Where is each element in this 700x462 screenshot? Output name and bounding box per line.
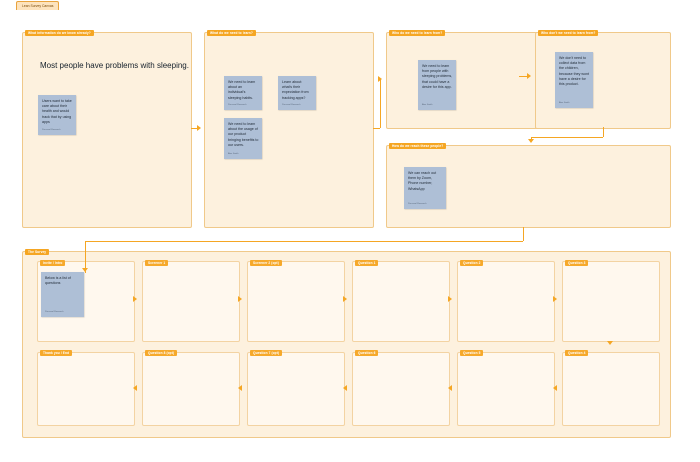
- survey-card-title-question-6[interactable]: Question 6: [355, 350, 379, 356]
- sticky-note-author: Personal Research: [408, 203, 427, 205]
- survey-card-screener-2[interactable]: [247, 261, 345, 342]
- sticky-note-author: Alex Smith: [559, 102, 570, 104]
- frame-title-what-we-know[interactable]: What information do we know already?: [25, 30, 94, 36]
- arrowhead-notfrom-to-reach: [528, 139, 534, 143]
- sticky-note-author: Alex Smith: [422, 104, 433, 106]
- survey-card-title-question-4[interactable]: Question 4: [565, 350, 589, 356]
- connector-reach-to-survey-seg1: [523, 227, 524, 241]
- arrowhead-reach-to-survey: [82, 268, 88, 272]
- survey-card-question-3[interactable]: [562, 261, 660, 342]
- survey-card-title-invite[interactable]: Invite / Intro: [40, 260, 66, 266]
- sticky-note-reach-channels[interactable]: We can reach out them by Zoom, Phone num…: [404, 167, 446, 209]
- sticky-note-text: We don't need to collect data from the c…: [559, 56, 589, 87]
- file-tab[interactable]: Lean Survey Canvas: [16, 1, 60, 10]
- sticky-note-text: Users want to take care about their heal…: [42, 99, 72, 124]
- sticky-note-text: We need to learn about the usage of our …: [228, 122, 259, 147]
- survey-card-title-question-7[interactable]: Question 7 (opt): [250, 350, 283, 356]
- arrowhead-screener-1-to-screener-2: [238, 296, 242, 302]
- arrowhead-question-1-to-question-2: [448, 296, 452, 302]
- connector-learn-to-from-seg2: [380, 79, 381, 128]
- survey-card-question-4[interactable]: [562, 352, 660, 426]
- frame-title-how-to-reach[interactable]: How do we reach these people?: [389, 143, 447, 149]
- arrowhead-screener-2-to-question-1: [343, 296, 347, 302]
- sticky-note-text: Learn about: what's their expectation fr…: [282, 80, 309, 100]
- sticky-note-people-with-problems[interactable]: We need to learn from people with sleepi…: [418, 60, 456, 110]
- survey-card-title-question-3[interactable]: Question 3: [565, 260, 589, 266]
- canvas-headline: Most people have problems with sleeping.: [40, 61, 189, 70]
- frame-title-who-not-to-learn-from[interactable]: Who don't we need to learn from?: [538, 30, 599, 36]
- sticky-note-no-children[interactable]: We don't need to collect data from the c…: [555, 52, 593, 108]
- sticky-note-text: We can reach out them by Zoom, Phone num…: [408, 171, 437, 191]
- arrowhead-question-8-to-thank-you: [133, 385, 137, 391]
- arrowhead-learn-to-from: [378, 76, 382, 82]
- survey-card-question-6[interactable]: [352, 352, 450, 426]
- sticky-note-text: We need to learn about an individual's s…: [228, 80, 256, 100]
- survey-card-question-8[interactable]: [142, 352, 240, 426]
- sticky-note-author: Personal Research: [228, 104, 247, 106]
- arrowhead-from-to-notfrom: [527, 73, 531, 79]
- sticky-note-author: Personal Research: [45, 311, 64, 313]
- frame-title-the-survey[interactable]: The Survey: [25, 249, 50, 255]
- sticky-note-product-usage[interactable]: We need to learn about the usage of our …: [224, 118, 262, 159]
- arrowhead-question-2-to-question-3: [553, 296, 557, 302]
- connector-reach-to-survey-seg3: [85, 241, 86, 255]
- survey-card-thank-you[interactable]: [37, 352, 135, 426]
- sticky-note-users-health[interactable]: Users want to take care about their heal…: [38, 95, 76, 135]
- frame-title-who-to-learn-from[interactable]: Who do we need to learn from?: [389, 30, 446, 36]
- connector-notfrom-to-reach-seg2: [531, 137, 603, 138]
- sticky-note-sleeping-habits[interactable]: We need to learn about an individual's s…: [224, 76, 262, 110]
- survey-card-title-screener-1[interactable]: Screener 1: [145, 260, 169, 266]
- sticky-note-expectation[interactable]: Learn about: what's their expectation fr…: [278, 76, 316, 110]
- connector-reach-to-survey-seg4: [85, 255, 86, 273]
- sticky-note-list-of-questions[interactable]: Below is a list of questions Personal Re…: [41, 272, 84, 317]
- connector-know-to-learn: [191, 128, 199, 129]
- survey-card-question-7[interactable]: [247, 352, 345, 426]
- connector-learn-to-from-seg1: [373, 128, 380, 129]
- survey-card-title-question-2[interactable]: Question 2: [460, 260, 484, 266]
- arrowhead-question-5-to-question-6: [448, 385, 452, 391]
- arrowhead-question-7-to-question-8: [238, 385, 242, 391]
- arrowhead-question-3-to-question-4: [607, 341, 613, 345]
- arrowhead-invite-to-screener-1: [133, 296, 137, 302]
- survey-card-title-question-8[interactable]: Question 8 (opt): [145, 350, 178, 356]
- survey-card-question-5[interactable]: [457, 352, 555, 426]
- arrowhead-know-to-learn: [197, 125, 201, 131]
- arrowhead-question-6-to-question-7: [343, 385, 347, 391]
- survey-card-title-question-5[interactable]: Question 5: [460, 350, 484, 356]
- survey-card-title-thank-you[interactable]: Thank you / End: [40, 350, 73, 356]
- sticky-note-author: Alex Smith: [228, 153, 239, 155]
- sticky-note-author: Personal Research: [282, 104, 301, 106]
- survey-card-title-screener-2[interactable]: Screener 2 (opt): [250, 260, 282, 266]
- sticky-note-author: Personal Research: [42, 129, 61, 131]
- connector-from-to-notfrom: [519, 76, 529, 77]
- frame-who-to-learn-from[interactable]: [386, 32, 556, 129]
- survey-card-screener-1[interactable]: [142, 261, 240, 342]
- connector-reach-to-survey-seg2: [85, 241, 523, 242]
- survey-card-question-2[interactable]: [457, 261, 555, 342]
- sticky-note-text: Below is a list of questions: [45, 276, 71, 286]
- arrowhead-question-4-to-question-5: [553, 385, 557, 391]
- frame-title-what-to-learn[interactable]: What do we need to learn?: [207, 30, 256, 36]
- survey-card-question-1[interactable]: [352, 261, 450, 342]
- connector-notfrom-to-reach-seg1: [603, 127, 604, 137]
- survey-card-title-question-1[interactable]: Question 1: [355, 260, 379, 266]
- sticky-note-text: We need to learn from people with sleepi…: [422, 64, 453, 89]
